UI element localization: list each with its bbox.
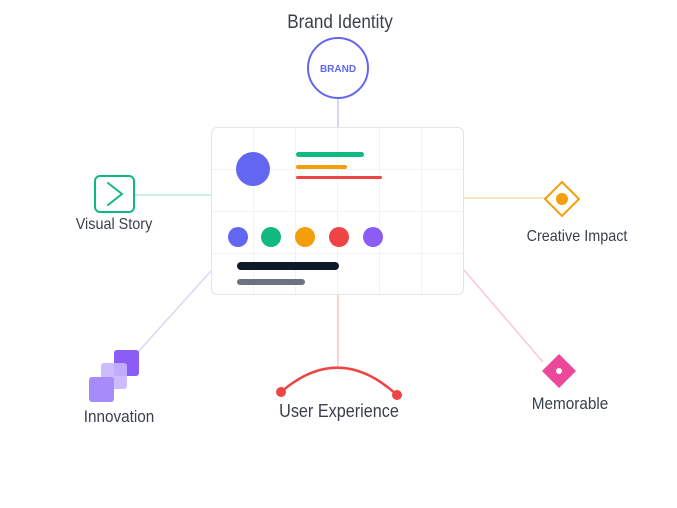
pink-diamond-icon [542,354,576,388]
card-bar-dark [237,262,339,270]
center-card [211,127,464,295]
card-avatar [236,152,270,186]
color-swatch-2 [261,227,281,247]
card-line-red [296,176,382,179]
connector-memorable [463,269,544,363]
label-brand-identity: Brand Identity [287,12,393,33]
card-line-green [296,152,364,157]
connector-innovation [137,270,212,353]
stacked-squares-icon [89,350,139,402]
color-swatch-5 [363,227,383,247]
label-memorable: Memorable [531,394,609,413]
arc-icon [276,366,402,400]
label-user-experience: User Experience [279,401,399,421]
color-swatch-1 [228,227,248,247]
play-chevron-icon [94,175,135,213]
brand-badge-text: BRAND [320,64,356,75]
label-visual-story: Visual Story [75,216,153,233]
brand-circle-icon [307,37,369,99]
color-swatch-3 [295,227,315,247]
label-creative-impact: Creative Impact [526,228,628,245]
color-swatch-4 [329,227,349,247]
label-innovation: Innovation [83,407,155,426]
card-line-amber [296,165,347,169]
card-bar-gray [237,279,305,285]
diamond-target-icon [543,180,581,218]
